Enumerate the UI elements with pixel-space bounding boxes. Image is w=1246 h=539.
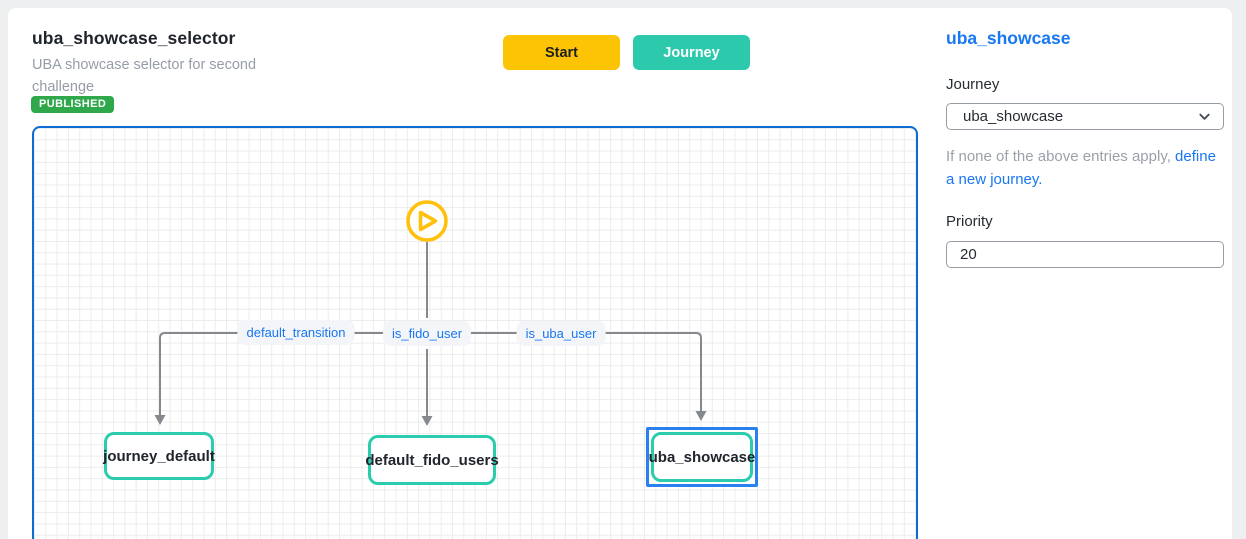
status-badge: PUBLISHED [31, 96, 115, 113]
priority-field-label: Priority [946, 213, 993, 230]
helper-static-text: If none of the above entries apply, [946, 148, 1176, 165]
journey-select-value: uba_showcase [963, 108, 1064, 125]
app-card: uba_showcase_selector UBA showcase selec… [8, 8, 1232, 539]
edge-label-default-transition[interactable]: default_transition [237, 320, 355, 345]
node-selection-outline: uba_showcase [646, 427, 758, 487]
priority-input[interactable] [946, 241, 1224, 268]
define-new-journey-link[interactable]: define a new journey. [946, 148, 1216, 189]
node-uba-showcase[interactable]: uba_showcase [649, 432, 755, 482]
flow-subtitle: UBA showcase selector for second challen… [32, 57, 257, 96]
start-button[interactable]: Start [503, 35, 620, 70]
journey-button[interactable]: Journey [633, 35, 750, 70]
chevron-down-icon [1198, 110, 1211, 128]
node-journey-default[interactable]: journey_default [103, 432, 215, 480]
node-default-fido-users[interactable]: default_fido_users [365, 435, 499, 485]
journey-helper-text: If none of the above entries apply, defi… [946, 145, 1224, 192]
start-play-icon [406, 200, 448, 242]
panel-title: uba_showcase [946, 28, 1071, 48]
journey-field-label: Journey [946, 76, 1000, 93]
edge-label-is-fido-user[interactable]: is_fido_user [382, 321, 472, 346]
flow-title: uba_showcase_selector [32, 28, 236, 48]
journey-select[interactable]: uba_showcase [946, 103, 1224, 130]
flow-canvas[interactable]: default_transition is_fido_user is_uba_u… [32, 126, 918, 539]
edge-label-is-uba-user[interactable]: is_uba_user [516, 321, 606, 346]
